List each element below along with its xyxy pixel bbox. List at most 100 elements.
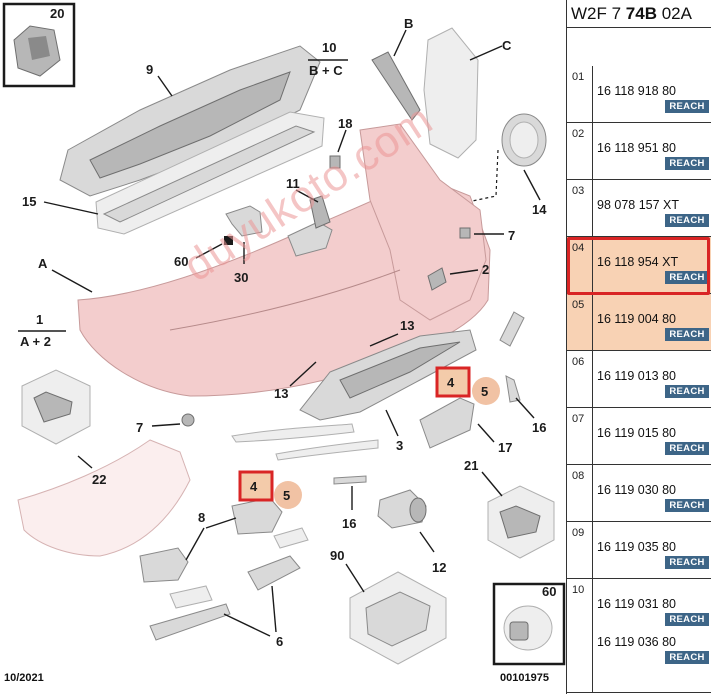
part-14-tow-cap[interactable]: 14 <box>419 113 547 217</box>
part-22-bumper-outline[interactable]: 22 <box>17 439 191 557</box>
callout-B: B <box>404 16 413 31</box>
callout-8: 8 <box>198 510 205 525</box>
reference-row-09[interactable]: 09 16 119 035 80 REACH <box>567 522 711 579</box>
part-3-diffuser[interactable]: 3 <box>299 329 477 453</box>
callout-9: 9 <box>146 62 153 77</box>
reference-row-02[interactable]: 02 16 118 951 80 REACH <box>567 123 711 180</box>
row-index: 04 <box>567 237 593 293</box>
callout-6: 6 <box>276 634 283 649</box>
part-number[interactable]: 16 118 951 80 <box>597 141 677 155</box>
callout-18: 18 <box>338 116 352 131</box>
callout-7-upper: 7 <box>508 228 515 243</box>
callout-15: 15 <box>22 194 36 209</box>
reference-row-07[interactable]: 07 16 119 015 80 REACH <box>567 408 711 465</box>
part-90-kit[interactable]: 90 <box>330 548 447 665</box>
callout-22: 22 <box>92 472 106 487</box>
part-18-clip[interactable]: 18 <box>329 116 352 169</box>
callout-90: 90 <box>330 548 344 563</box>
callout-20: 20 <box>50 6 64 21</box>
row-index: 06 <box>567 351 593 407</box>
callout-60-small: 60 <box>174 254 188 269</box>
callout-30: 30 <box>234 270 248 285</box>
header-bold: 74B <box>625 4 657 23</box>
part-number[interactable]: 98 078 157 XT <box>597 198 680 212</box>
part-60-inset[interactable]: 60 <box>492 582 566 666</box>
reference-row-06[interactable]: 06 16 119 013 80 REACH <box>567 351 711 408</box>
callout-group-1: 1 A + 2 <box>18 312 66 349</box>
part-8-brackets[interactable]: 8 6 <box>139 497 309 649</box>
part-number[interactable]: 16 118 954 XT <box>597 255 679 269</box>
callout-13-top: 13 <box>400 318 414 333</box>
part-number[interactable]: 16 119 030 80 <box>597 483 677 497</box>
callout-17: 17 <box>498 440 512 455</box>
callout-16-right: 16 <box>532 420 546 435</box>
part-7-upper-clip[interactable]: 7 <box>459 227 515 243</box>
part-7-lower-clip[interactable]: 7 <box>136 413 195 435</box>
row-index: 08 <box>567 465 593 521</box>
reach-badge: REACH <box>665 651 709 664</box>
callout-group-10: 10 B + C <box>308 40 348 78</box>
fastener-kit-1[interactable] <box>21 369 91 445</box>
callout-3: 3 <box>396 438 403 453</box>
part-11-bracket[interactable]: 11 <box>286 176 333 257</box>
part-number[interactable]: 16 119 013 80 <box>597 369 677 383</box>
part-number[interactable]: 16 119 015 80 <box>597 426 677 440</box>
reach-badge: REACH <box>665 385 709 398</box>
part-30-bracket[interactable]: 30 60 <box>174 205 263 285</box>
part-17-plate[interactable]: 17 <box>419 397 512 455</box>
marker-4-upper-label: 4 <box>447 375 455 390</box>
part-number[interactable]: 16 119 035 80 <box>597 540 677 554</box>
callout-12: 12 <box>432 560 446 575</box>
part-16-trim-right[interactable]: 16 <box>499 311 546 435</box>
marker-4-upper[interactable]: 4 <box>435 366 471 398</box>
part-16-trim-lower[interactable]: 16 <box>333 475 367 531</box>
part-A-bumper[interactable]: A <box>38 123 491 397</box>
marker-5-upper[interactable]: 5 <box>472 377 500 405</box>
part-20-inset[interactable]: 20 <box>2 2 76 88</box>
marker-4-lower[interactable]: 4 <box>238 470 274 502</box>
callout-60-inset: 60 <box>542 584 556 599</box>
part-chrome-strips[interactable] <box>231 423 379 461</box>
row-index: 07 <box>567 408 593 464</box>
part-2-reflector[interactable]: 2 <box>427 262 489 291</box>
part-number[interactable]: 16 119 004 80 <box>597 312 677 326</box>
marker-4-lower-label: 4 <box>250 479 258 494</box>
callout-1: 1 <box>36 312 43 327</box>
part-number[interactable]: 16 118 918 80 <box>597 84 677 98</box>
part-B-bracket[interactable]: B <box>371 16 421 121</box>
footer-date: 10/2021 <box>4 672 44 684</box>
reach-badge: REACH <box>665 157 709 170</box>
row-index: 09 <box>567 522 593 578</box>
header-suffix: 02A <box>656 4 692 23</box>
part-21-kit[interactable]: 21 <box>464 458 555 559</box>
part-number[interactable]: 16 119 036 80 <box>597 635 677 649</box>
callout-10-sub: B + C <box>309 63 343 78</box>
callout-21: 21 <box>464 458 478 473</box>
reach-badge: REACH <box>665 442 709 455</box>
callout-A: A <box>38 256 48 271</box>
part-number[interactable]: 16 119 031 80 <box>597 597 677 611</box>
part-C-bracket[interactable]: C <box>423 27 512 159</box>
row-index: 02 <box>567 123 593 179</box>
callout-13-bottom: 13 <box>274 386 288 401</box>
part-12-exhaust-tip[interactable]: 12 <box>377 489 446 575</box>
marker-5-upper-label: 5 <box>481 384 488 399</box>
part-15-beam[interactable]: 15 <box>22 111 325 235</box>
callout-C: C <box>502 38 512 53</box>
callout-1-sub: A + 2 <box>20 334 51 349</box>
callout-11: 11 <box>286 176 300 191</box>
callout-16-lower: 16 <box>342 516 356 531</box>
row-index: 05 <box>567 294 593 350</box>
part-9-absorber[interactable]: 9 <box>59 45 321 197</box>
reach-badge: REACH <box>665 271 709 284</box>
reference-row-04[interactable]: 04 16 118 954 XT REACH <box>567 237 711 294</box>
callout-13-group: 13 13 <box>274 318 414 401</box>
marker-5-lower[interactable]: 5 <box>274 481 302 509</box>
reach-badge: REACH <box>665 556 709 569</box>
row-index: 03 <box>567 180 593 236</box>
